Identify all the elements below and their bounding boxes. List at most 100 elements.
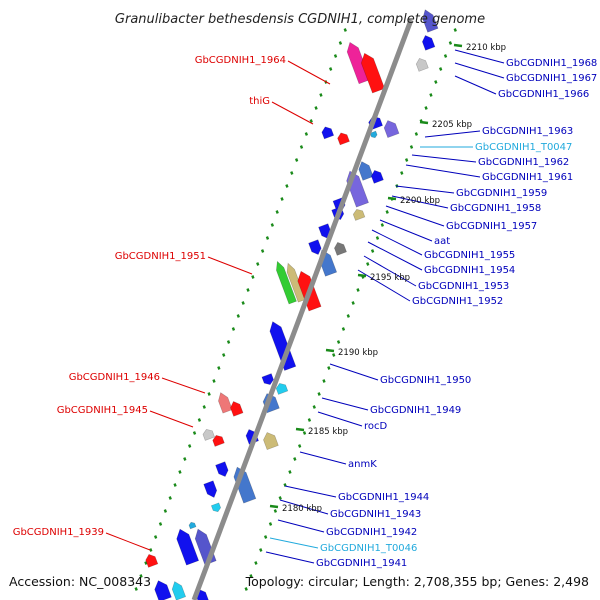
left-gene-label: GbCGDNIH1_1939 bbox=[13, 527, 104, 538]
tick-dot bbox=[183, 457, 187, 461]
kbp-label: 2195 kbp bbox=[370, 273, 410, 283]
left-label-leader bbox=[271, 101, 314, 125]
tick-dot bbox=[380, 223, 384, 227]
right-label-leader bbox=[379, 219, 433, 242]
kbp-tick bbox=[357, 273, 367, 278]
right-gene-label: GbCGDNIH1_1944 bbox=[338, 492, 429, 503]
right-gene-label: GbCGDNIH1_1950 bbox=[380, 375, 471, 386]
left-gene-label: GbCGDNIH1_1951 bbox=[115, 251, 206, 262]
tick-dot bbox=[385, 210, 389, 214]
tick-dot bbox=[197, 418, 202, 422]
right-gene-label: GbCGDNIH1_1954 bbox=[424, 265, 515, 276]
right-gene-label: GbCGDNIH1_1966 bbox=[498, 89, 589, 100]
gene-arrow bbox=[202, 428, 215, 441]
tick-dot bbox=[290, 171, 294, 175]
map-title: Granulibacter bethesdensis CGDNIH1, comp… bbox=[115, 12, 485, 27]
right-label-leader bbox=[329, 363, 379, 381]
right-label-leader bbox=[454, 49, 505, 64]
tick-dot bbox=[192, 431, 197, 435]
gene-arrow bbox=[422, 35, 436, 51]
tick-dot bbox=[273, 509, 278, 513]
gene-arrow bbox=[203, 480, 218, 498]
tick-dot bbox=[439, 67, 443, 71]
tick-dot bbox=[434, 80, 438, 84]
tick-dot bbox=[285, 184, 289, 188]
gene-arrow bbox=[276, 260, 297, 305]
kbp-label: 2185 kbp bbox=[308, 427, 348, 437]
kbp-label: 2190 kbp bbox=[338, 348, 378, 358]
tick-dot bbox=[217, 366, 221, 370]
tick-dot bbox=[259, 548, 263, 552]
gene-arrow bbox=[212, 434, 225, 447]
left-label-leader bbox=[207, 256, 253, 275]
tick-dot bbox=[299, 145, 304, 149]
right-gene-label: GbCGDNIH1_1961 bbox=[482, 172, 573, 183]
right-gene-label: GbCGDNIH1_1968 bbox=[506, 58, 597, 69]
tick-dot bbox=[202, 405, 206, 409]
genome-summary-text: Topology: circular; Length: 2,708,355 bp… bbox=[245, 574, 589, 589]
left-gene-label: thiG bbox=[249, 96, 270, 107]
tick-dot bbox=[312, 405, 316, 409]
gene-arrow bbox=[360, 52, 386, 94]
kbp-tick bbox=[269, 504, 279, 509]
right-label-leader bbox=[367, 241, 423, 271]
left-label-leader bbox=[149, 410, 194, 428]
right-label-leader bbox=[279, 499, 329, 515]
tick-dot bbox=[336, 340, 341, 344]
kbp-label: 2205 kbp bbox=[432, 120, 472, 130]
tick-dot bbox=[298, 444, 302, 448]
right-label-leader bbox=[317, 411, 363, 427]
right-gene-label: GbCGDNIH1_1967 bbox=[506, 73, 597, 84]
gene-arrow bbox=[383, 120, 400, 138]
tick-dot bbox=[443, 54, 448, 58]
left-label-leader bbox=[105, 532, 151, 551]
right-label-leader bbox=[284, 485, 337, 498]
tick-dot bbox=[304, 132, 309, 136]
tick-dot bbox=[149, 548, 153, 552]
gene-arrow bbox=[415, 58, 429, 72]
tick-dot bbox=[338, 41, 343, 45]
tick-dot bbox=[307, 418, 312, 422]
kbp-tick bbox=[419, 120, 429, 125]
tick-dot bbox=[370, 249, 375, 253]
right-label-leader bbox=[269, 537, 319, 549]
tick-dot bbox=[222, 353, 226, 357]
tick-dot bbox=[293, 457, 297, 461]
right-label-leader bbox=[299, 451, 347, 465]
right-label-leader bbox=[265, 551, 315, 564]
tick-dots bbox=[134, 28, 457, 591]
tick-dot bbox=[168, 496, 172, 500]
right-gene-label: GbCGDNIH1_T0047 bbox=[475, 142, 572, 153]
gene-arrow bbox=[308, 239, 322, 255]
gene-arrow bbox=[261, 373, 274, 386]
tick-dot bbox=[400, 171, 404, 175]
tick-dot bbox=[409, 145, 414, 149]
right-gene-label: GbCGDNIH1_1953 bbox=[418, 281, 509, 292]
gene-arrow bbox=[215, 461, 229, 477]
left-gene-label: GbCGDNIH1_1964 bbox=[195, 55, 286, 66]
kbp-label: 2200 kbp bbox=[400, 196, 440, 206]
right-gene-label: GbCGDNIH1_1959 bbox=[456, 188, 547, 199]
gene-arrow bbox=[145, 554, 159, 568]
gene-arrow bbox=[352, 208, 366, 221]
gene-arrow bbox=[321, 126, 335, 140]
tick-dot bbox=[319, 93, 323, 97]
tick-dot bbox=[268, 522, 273, 526]
gene-arrow bbox=[176, 528, 200, 566]
right-gene-label: GbCGDNIH1_1963 bbox=[482, 126, 573, 137]
tick-dot bbox=[246, 288, 250, 292]
tick-dot bbox=[332, 353, 336, 357]
tick-dot bbox=[231, 327, 236, 331]
tick-dot bbox=[448, 41, 453, 45]
tick-dot bbox=[314, 106, 318, 110]
right-label-leader bbox=[454, 75, 497, 95]
tick-dot bbox=[302, 431, 307, 435]
tick-dot bbox=[207, 392, 211, 396]
tick-dot bbox=[414, 132, 419, 136]
gene-arrow bbox=[263, 432, 279, 450]
accession-text: Accession: NC_008343 bbox=[9, 574, 151, 589]
tick-dot bbox=[178, 470, 182, 474]
tick-dot bbox=[226, 340, 231, 344]
right-label-leader bbox=[357, 269, 411, 302]
kbp-tick bbox=[387, 196, 397, 201]
